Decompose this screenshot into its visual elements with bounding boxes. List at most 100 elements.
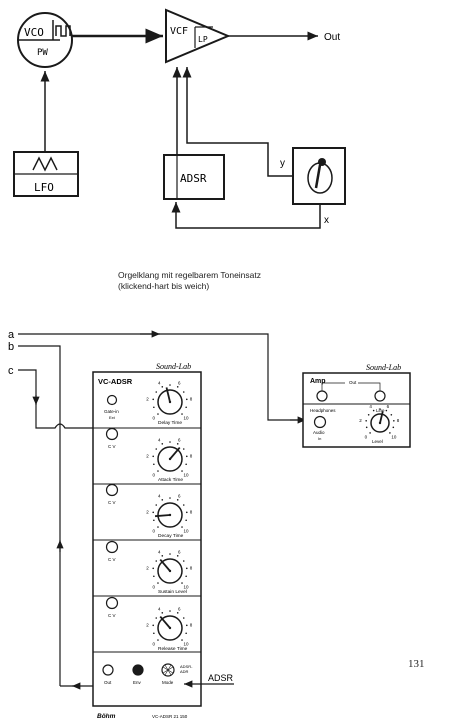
lfo-label: LFO [34,181,54,194]
knob-scale-tick: 8 [190,623,193,628]
vcf-lp-label: LP [198,35,208,44]
knob-pointer [379,411,384,424]
knob-pointer [165,387,171,403]
knob-scale-tick: 4 [369,404,372,409]
headphones-label: Headphones [310,408,336,413]
vc-adsr-panel: VC-ADSR Sound-Lab Gate-in Ext C V C V C … [92,362,202,720]
page-number: 131 [408,658,425,670]
amp-title: Amp [310,378,326,385]
knob-pointer [154,514,171,518]
gate-in-jack[interactable] [106,394,118,406]
headphones-jack[interactable] [316,390,328,402]
knob-scale-tick: 8 [190,454,193,459]
amp-out-label: Out [349,380,357,385]
knob-scale-tick: 4 [158,606,161,611]
knob-scale-tick: 0 [152,642,155,647]
cv-label-release: C V [108,613,116,618]
knob-scale-tick: 0 [152,473,155,478]
knob-scale-tick: 10 [184,642,190,647]
knob-scale-tick: 4 [158,437,161,442]
vco-block: VCO PW [17,12,73,68]
knob-scale-tick: 10 [184,529,190,534]
knob-scale-tick: 4 [158,380,161,385]
joystick-icon [318,158,326,166]
vc-adsr-brand-logo: Sound-Lab [156,362,191,371]
sustain-level-knob[interactable]: 0 2 4 6 8 10 [146,549,192,589]
signal-a-label: a [8,329,15,341]
knob-scale-tick: 6 [178,549,181,554]
adsr-arrow-label: ADSR [208,673,234,683]
knob-scale-tick: 8 [190,566,193,571]
knob-scale-tick: 0 [365,434,368,439]
knob-scale-tick: 0 [152,416,155,421]
release-time-knob-label: Release Time [158,646,188,652]
audio-in-sub-label: In [318,436,321,441]
knob-pointer [159,559,171,572]
knob-scale-tick: 8 [397,418,400,423]
env-label: Env [133,680,142,685]
knob-scale-tick: 4 [158,493,161,498]
pulse-wave-icon [55,25,71,37]
out-jack-label: Out [104,680,112,685]
vco-pw-label: PW [37,48,48,58]
cv-jack-sustain[interactable] [105,540,119,554]
mode-switch[interactable] [161,663,175,677]
figure-caption: Orgelklang mit regelbarem Toneinsatz (kl… [118,270,358,292]
line-jack[interactable] [374,390,386,402]
knob-scale-tick: 6 [178,380,181,385]
level-label: Level [372,439,383,444]
cv-label-attack: C V [108,444,116,449]
cv-label-sustain: C V [108,557,116,562]
knob-scale-tick: 8 [190,397,193,402]
triangle-wave-icon [32,156,58,172]
knob-scale-tick: 0 [152,585,155,590]
caption-line-1: Orgelklang mit regelbarem Toneinsatz [118,270,261,280]
delay-time-knob-label: Delay Time [158,420,182,426]
knob-scale-tick: 2 [146,566,149,571]
knob-scale-tick: 10 [184,416,190,421]
vco-label: VCO [24,26,44,39]
decay-time-knob-label: Decay Time [158,533,184,539]
knob-scale-tick: 8 [190,510,193,515]
env-out-jack[interactable] [102,664,114,676]
line-label: Line [376,408,385,413]
knob-scale-tick: 2 [146,454,149,459]
knob-pointer [159,616,171,629]
audio-in-label: Audio [313,430,325,435]
knob-scale-tick: 6 [178,437,181,442]
vc-adsr-title: VC-ADSR [98,377,133,386]
knob-pointer [169,447,181,460]
mode-label: Mode [162,680,174,685]
signal-c-label: c [8,365,14,377]
knob-scale-tick: 0 [152,529,155,534]
bohm-logo: Böhm [97,713,116,720]
lfo-block: LFO [13,151,79,197]
signal-b-label: b [8,341,14,353]
knob-scale-tick: 4 [158,549,161,554]
knob-scale-tick: 2 [359,418,362,423]
cv-jack-attack[interactable] [105,427,119,441]
knob-scale-tick: 10 [391,434,397,439]
adsr-block-label: ADSR [180,172,207,185]
knob-scale-tick: 2 [146,397,149,402]
cv-jack-decay[interactable] [105,483,119,497]
mode-switch-label: ADSR-ADR [180,664,193,674]
cv-jack-release[interactable] [105,596,119,610]
out-label: Out [324,32,340,43]
caption-line-2: (klickend-hart bis weich) [118,281,210,291]
knob-scale-tick: 2 [146,510,149,515]
env-led-icon [132,664,144,676]
knob-scale-tick: 10 [184,585,190,590]
vcf-label: VCF [170,26,188,37]
delay-time-knob[interactable]: 0 2 4 6 8 10 [146,380,192,420]
knob-scale-tick: 2 [146,623,149,628]
gate-in-sub-label: Ext [109,415,116,420]
amp-brand-logo: Sound-Lab [366,363,401,372]
joystick-block [292,147,346,205]
audio-in-jack[interactable] [313,415,327,429]
